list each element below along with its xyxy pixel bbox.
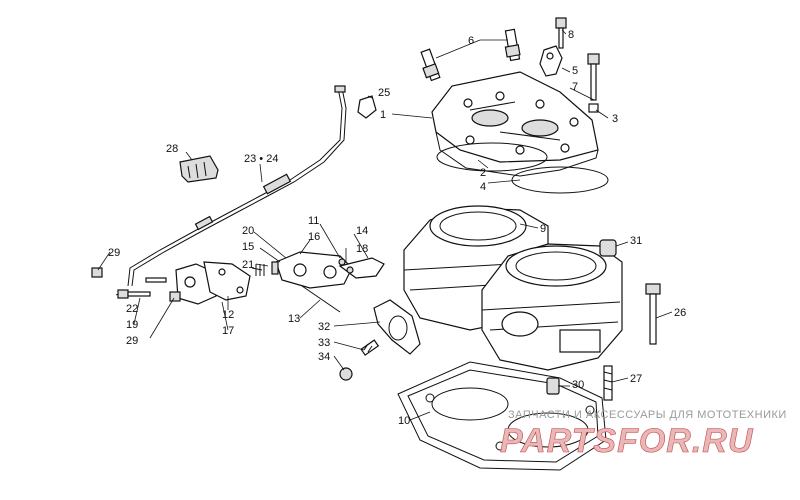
cylinder-front — [481, 243, 623, 371]
callout-20: 20 — [242, 225, 254, 237]
callout-27: 27 — [630, 373, 642, 385]
callout-2: 2 — [480, 167, 486, 179]
callout-26: 26 — [674, 307, 686, 319]
watermark-logo-text: PARTSFOR.RU — [500, 422, 754, 460]
callout-22: 22 — [126, 303, 138, 315]
callout-19: 19 — [126, 319, 138, 331]
callout-15: 15 — [242, 241, 254, 253]
callout-9: 9 — [540, 223, 546, 235]
callout-29-top: 29 — [108, 247, 120, 259]
callout-18: 18 — [356, 243, 368, 255]
callout-33: 33 — [318, 337, 330, 349]
callout-31: 31 — [630, 235, 642, 247]
base-gasket — [397, 361, 607, 471]
valve-housing — [91, 261, 251, 305]
callout-1: 1 — [380, 109, 386, 121]
callout-3: 3 — [612, 113, 618, 125]
callout-5: 5 — [572, 65, 578, 77]
callout-32: 32 — [318, 321, 330, 333]
cable-clip-and-cover — [179, 95, 377, 183]
head-hardware — [539, 17, 600, 113]
callout-10: 10 — [398, 415, 410, 427]
callout-12: 12 — [222, 309, 234, 321]
valve-cable — [127, 85, 347, 287]
cylinder-head — [431, 71, 599, 177]
callout-numbers: 1 2 3 4 5 6 7 8 9 10 11 12 13 14 15 16 1… — [108, 29, 686, 427]
callout-4: 4 — [480, 181, 486, 193]
callout-21: 21 — [242, 259, 254, 271]
callout-13: 13 — [288, 313, 300, 325]
callout-7: 7 — [572, 81, 578, 93]
callout-25: 25 — [378, 87, 390, 99]
callout-17: 17 — [222, 325, 234, 337]
callout-28: 28 — [166, 143, 178, 155]
callout-29-bottom: 29 — [126, 335, 138, 347]
spark-plugs — [420, 28, 521, 82]
callout-23-24: 23 • 24 — [244, 153, 278, 165]
watermark-tagline: ЗАПЧАСТИ И АКСЕССУАРЫ ДЛЯ МОТОТЕХНИКИ — [508, 409, 787, 421]
callout-16: 16 — [308, 231, 320, 243]
callout-6: 6 — [468, 35, 474, 47]
head-gaskets — [436, 142, 609, 194]
leader-lines — [97, 29, 673, 421]
exhaust-valve-assembly — [251, 251, 385, 313]
callout-11: 11 — [308, 215, 319, 227]
callout-30: 30 — [572, 379, 584, 391]
callout-8: 8 — [568, 29, 574, 41]
callout-14: 14 — [356, 225, 368, 237]
exhaust-flange-hardware — [339, 299, 421, 381]
callout-34: 34 — [318, 351, 330, 363]
watermark: ЗАПЧАСТИ И АКСЕССУАРЫ ДЛЯ МОТОТЕХНИКИ PA… — [500, 409, 787, 460]
